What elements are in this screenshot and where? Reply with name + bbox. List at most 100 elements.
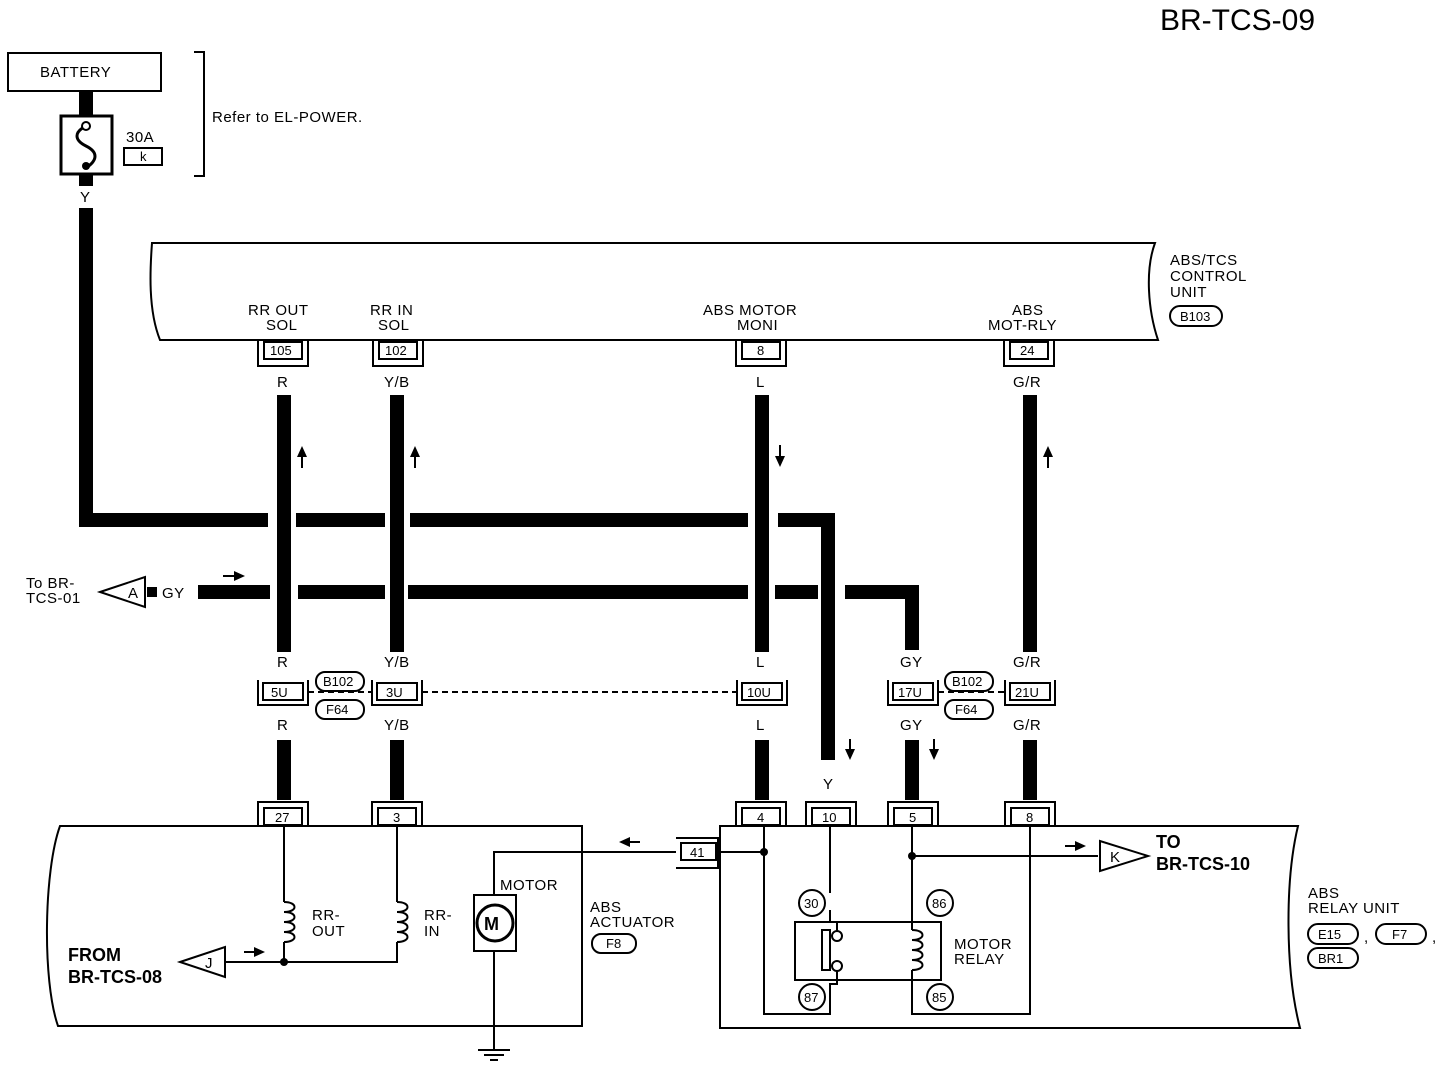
motor-relay-label-2: RELAY [954,951,1005,968]
svg-text:G/R: G/R [1013,374,1041,391]
abs-mot-rly-label-1: ABS [1012,302,1044,319]
svg-text:8: 8 [757,343,764,358]
control-unit-connector: B103 [1180,309,1210,324]
svg-text:30: 30 [804,896,818,911]
svg-text:GY: GY [900,717,923,734]
battery-wire-color: Y [80,189,91,206]
pin-4: 4 [735,801,787,826]
arrow-up-icon [410,446,420,468]
svg-text:41: 41 [690,845,704,860]
page-code: BR-TCS-09 [1160,4,1315,37]
svg-text:3: 3 [393,810,400,825]
fuse-rating: 30A [126,129,154,146]
svg-text:10U: 10U [747,685,771,700]
control-unit-box [149,242,1160,341]
fuse-id: k [140,149,147,164]
pin-105: 105 [257,340,309,367]
motor-label: MOTOR [500,877,558,894]
arrow-down-icon [775,445,785,467]
svg-text:R: R [277,717,288,734]
arrow-right-icon [223,571,245,581]
pin-3: 3 [371,801,423,826]
svg-text:E15: E15 [1318,927,1341,942]
arrow-up-icon [1043,446,1053,468]
pin-8: 8 [735,340,787,367]
pin-10: 10 [805,801,857,826]
rr-out-label-1: RR- [312,907,340,924]
pin-8-relay: 8 [1004,801,1056,826]
to-label-1: TO [1156,832,1181,852]
arrow-right-icon [244,947,265,957]
battery-box [7,52,162,92]
rr-in-label-2: IN [424,923,440,940]
svg-text:B102: B102 [323,674,353,689]
to-label-2: BR-TCS-10 [1156,854,1250,874]
abs-motor-moni-label-1: ABS MOTOR [703,302,797,319]
rr-out-sol-label-1: RR OUT [248,302,309,319]
svg-text:G/R: G/R [1013,654,1041,671]
relay-unit-name-1: ABS [1308,885,1340,902]
svg-text:Y/B: Y/B [384,717,410,734]
svg-text:10: 10 [822,810,836,825]
svg-text:87: 87 [804,990,818,1005]
abs-mot-rly-label-2: MOT-RLY [988,317,1057,334]
svg-text:B102: B102 [952,674,982,689]
motor-icon [475,903,515,943]
abs-actuator-box [45,825,583,1027]
arrow-up-icon [297,446,307,468]
connector-k-icon [1099,839,1152,873]
pin-41: 41 [676,837,719,869]
svg-text:Y/B: Y/B [384,374,410,391]
svg-text:M: M [484,914,499,934]
svg-text:5U: 5U [271,685,288,700]
svg-text:Y: Y [823,776,834,793]
svg-text:102: 102 [385,343,407,358]
to-br-tcs01-2: TCS-01 [26,590,81,607]
svg-text:L: L [756,717,765,734]
svg-text:21U: 21U [1015,685,1039,700]
abs-motor-moni-label-2: MONI [737,317,778,334]
svg-text:BR1: BR1 [1318,951,1343,966]
svg-text:86: 86 [932,896,946,911]
joint-21u: 21U [1004,680,1056,706]
pin-5: 5 [887,801,939,826]
svg-text:L: L [756,654,765,671]
rr-out-coil-icon [283,901,296,943]
ground-icon [478,1049,510,1061]
svg-text:17U: 17U [898,685,922,700]
refer-note: Refer to EL-POWER. [212,109,363,126]
svg-text:5: 5 [909,810,916,825]
svg-text:R: R [277,374,288,391]
pin-24: 24 [1003,340,1055,367]
svg-text:Y/B: Y/B [384,654,410,671]
relay-coil-icon [911,929,924,971]
control-unit-name-3: UNIT [1170,284,1207,301]
joint-10u: 10U [736,680,788,706]
control-unit-name-2: CONTROL [1170,268,1247,285]
connector-a-icon [96,575,146,609]
svg-text:,: , [1432,929,1437,946]
pin-102: 102 [372,340,424,367]
svg-text:4: 4 [757,810,764,825]
joint-3u: 3U [371,680,423,706]
arrow-right-icon [1065,841,1086,851]
control-unit-name-1: ABS/TCS [1170,252,1238,269]
connector-j-icon [176,945,226,979]
svg-text:L: L [756,374,765,391]
to-br-tcs01-1: To BR- [26,575,75,592]
svg-text:F7: F7 [1392,927,1407,942]
svg-text:105: 105 [270,343,292,358]
svg-text:F64: F64 [955,702,977,717]
rr-out-label-2: OUT [312,923,345,940]
svg-text:27: 27 [275,810,289,825]
svg-text:G/R: G/R [1013,717,1041,734]
from-label-2: BR-TCS-08 [68,967,162,987]
rr-in-coil-icon [396,901,409,943]
actuator-name-1: ABS [590,899,622,916]
svg-text:3U: 3U [386,685,403,700]
rr-in-label-1: RR- [424,907,452,924]
svg-text:24: 24 [1020,343,1034,358]
svg-text:8: 8 [1026,810,1033,825]
arrow-down-icon [845,739,855,760]
rr-in-sol-label-2: SOL [378,317,410,334]
